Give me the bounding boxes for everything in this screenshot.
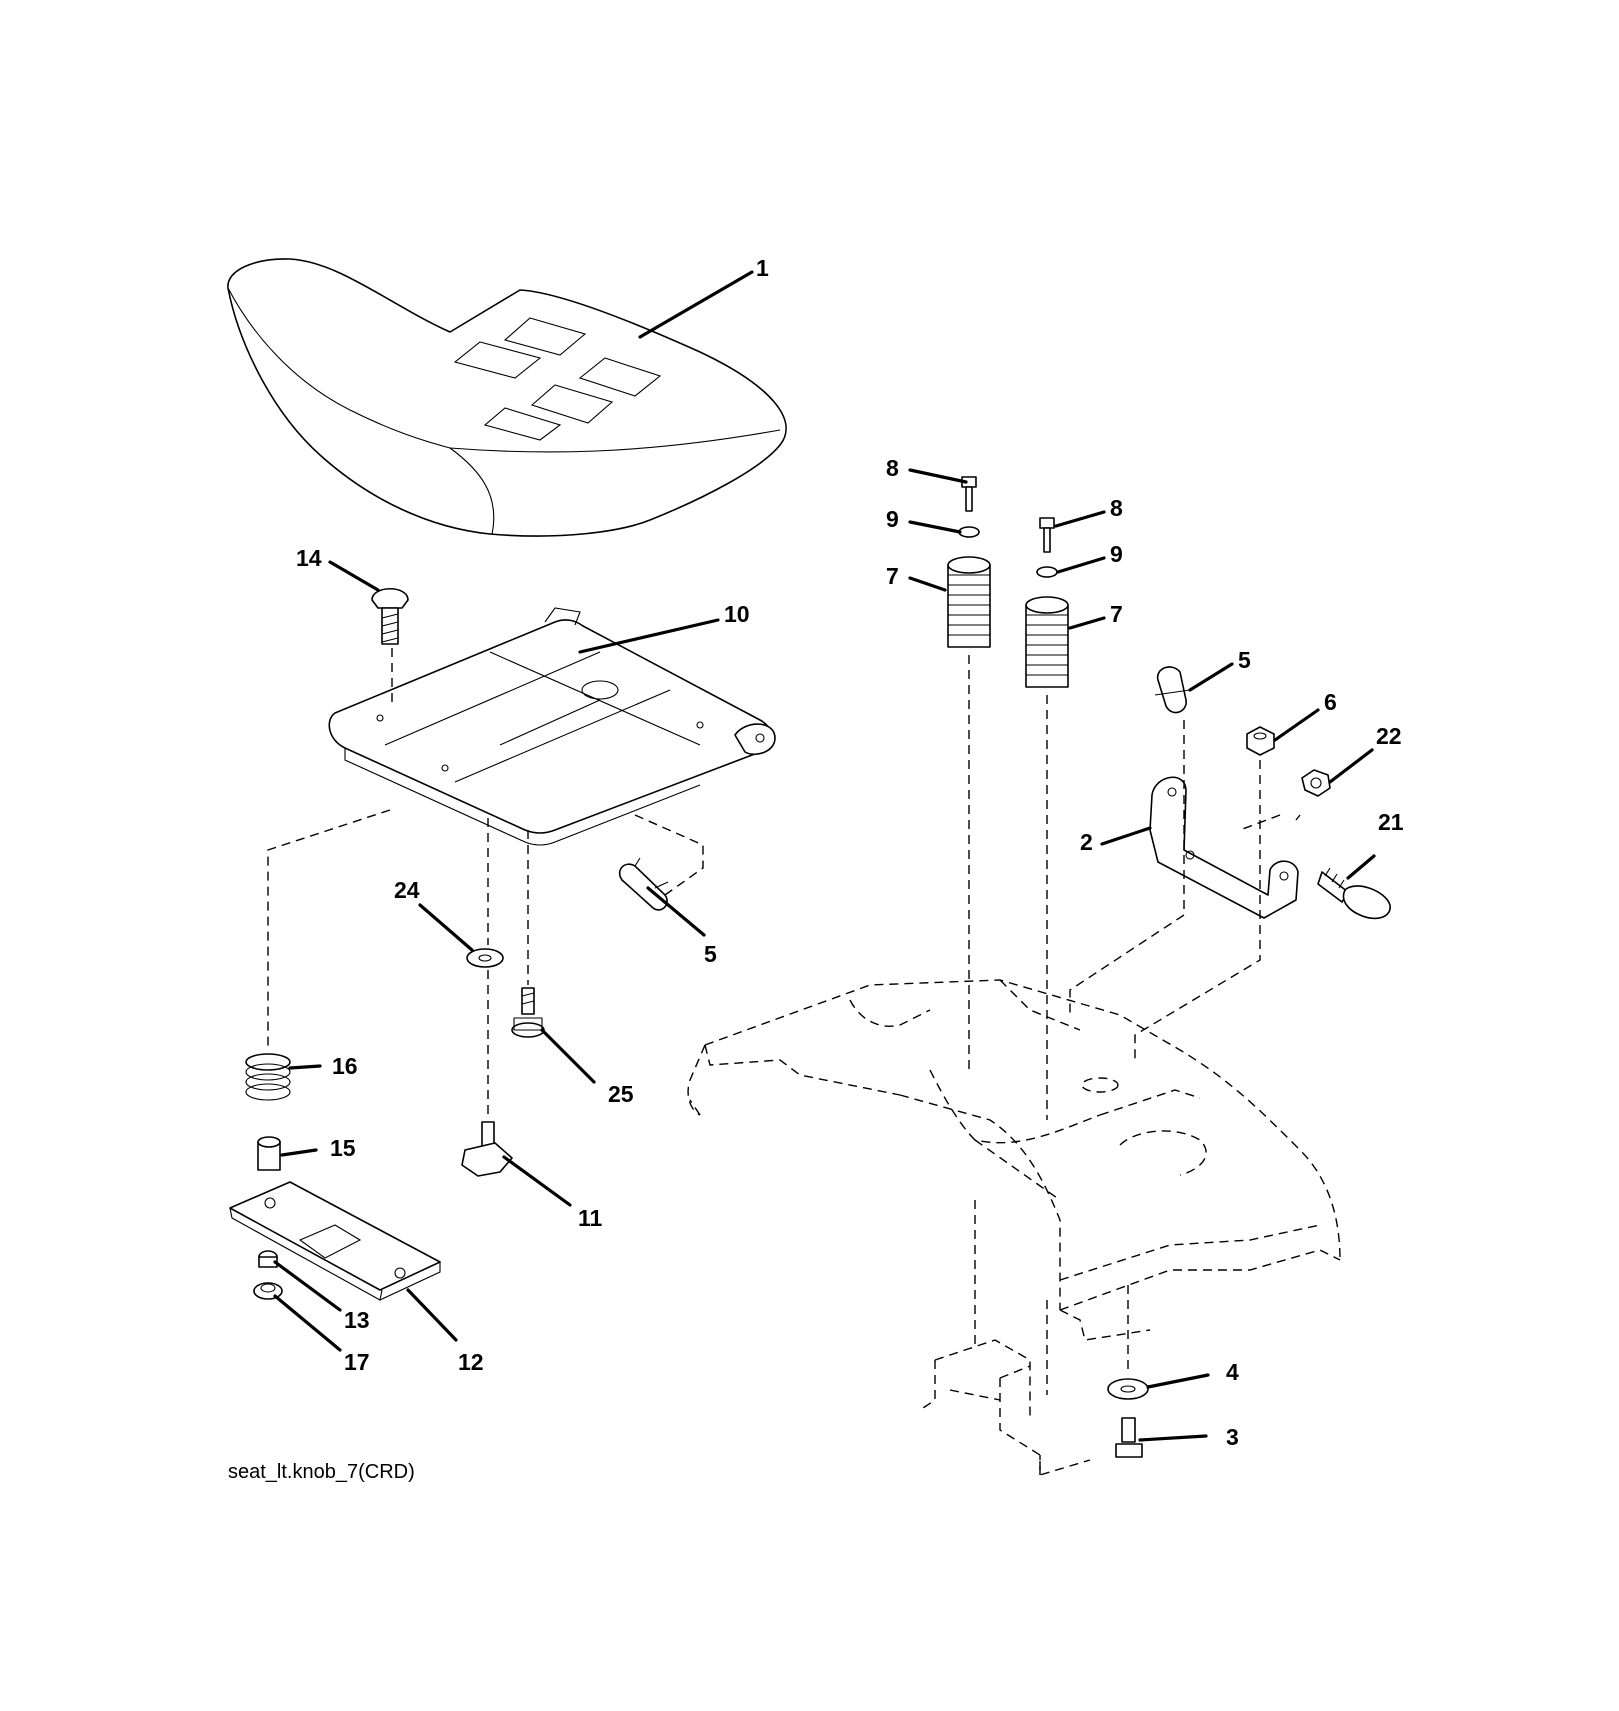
callout-21: 21: [1378, 809, 1404, 835]
callout-16: 16: [332, 1053, 358, 1079]
callout-5-left: 5: [704, 941, 717, 967]
shoulder-bolt-part[interactable]: [511, 987, 545, 1038]
washer-4-part[interactable]: [1107, 1378, 1149, 1400]
chassis-frame-reference: [687, 979, 1341, 1341]
callout-14: 14: [296, 545, 322, 571]
washer-9b-part[interactable]: [1036, 566, 1058, 578]
callout-11: 11: [578, 1205, 603, 1231]
carriage-bolt-part[interactable]: [371, 588, 409, 645]
washer-9a-part[interactable]: [958, 526, 980, 538]
hex-nut-6-part[interactable]: [1246, 726, 1275, 756]
callout-10: 10: [724, 601, 750, 627]
callout-6: 6: [1324, 689, 1337, 715]
callout-1: 1: [756, 255, 769, 281]
shoulder-bolt-21-part[interactable]: [1317, 867, 1391, 920]
callout-8b: 8: [1110, 495, 1123, 521]
hex-bolt-8b-part[interactable]: [1039, 517, 1055, 553]
washer-24-part[interactable]: [466, 948, 504, 968]
leader-lines: [273, 270, 1376, 1442]
seat-switch-clip-left-part[interactable]: [618, 857, 669, 911]
callout-8a: 8: [886, 455, 899, 481]
callout-17: 17: [344, 1349, 370, 1375]
seat-bracket-2-part[interactable]: [1149, 776, 1299, 919]
spring-7a-part[interactable]: [947, 556, 991, 648]
callout-labels: 1 10 14 8 9 7 8 9 7 5 6 22 2 21 24 5 25 …: [296, 255, 1404, 1450]
nut-13-part[interactable]: [258, 1250, 278, 1268]
hex-nut-22-part[interactable]: [1301, 769, 1331, 797]
callout-9a: 9: [886, 506, 899, 532]
callout-12: 12: [458, 1349, 484, 1375]
assembly-guide-lines: [267, 648, 1301, 1395]
spring-7b-part[interactable]: [1025, 596, 1069, 688]
seat-part[interactable]: [227, 258, 787, 537]
callout-15: 15: [330, 1135, 356, 1161]
small-spring-part[interactable]: [245, 1053, 291, 1101]
callout-9b: 9: [1110, 541, 1123, 567]
callout-3: 3: [1226, 1424, 1239, 1450]
callout-13: 13: [344, 1307, 370, 1333]
callout-24: 24: [394, 877, 420, 903]
callout-2: 2: [1080, 829, 1093, 855]
hex-bolt-3-part[interactable]: [1115, 1417, 1143, 1458]
callout-7a: 7: [886, 563, 899, 589]
bottom-bracket-part[interactable]: [229, 1181, 441, 1301]
seat-knob-part[interactable]: [461, 1121, 513, 1177]
seat-switch-clip-right-part[interactable]: [1154, 666, 1191, 714]
callout-4: 4: [1226, 1359, 1239, 1385]
callout-7b: 7: [1110, 601, 1123, 627]
spacer-part[interactable]: [257, 1136, 281, 1171]
seat-pan-part[interactable]: [328, 607, 776, 846]
lower-bracket-reference: [919, 1339, 1091, 1476]
callout-22: 22: [1376, 723, 1402, 749]
callout-25: 25: [608, 1081, 634, 1107]
diagram-caption: seat_lt.knob_7(CRD): [228, 1461, 415, 1483]
callout-5-right: 5: [1238, 647, 1251, 673]
